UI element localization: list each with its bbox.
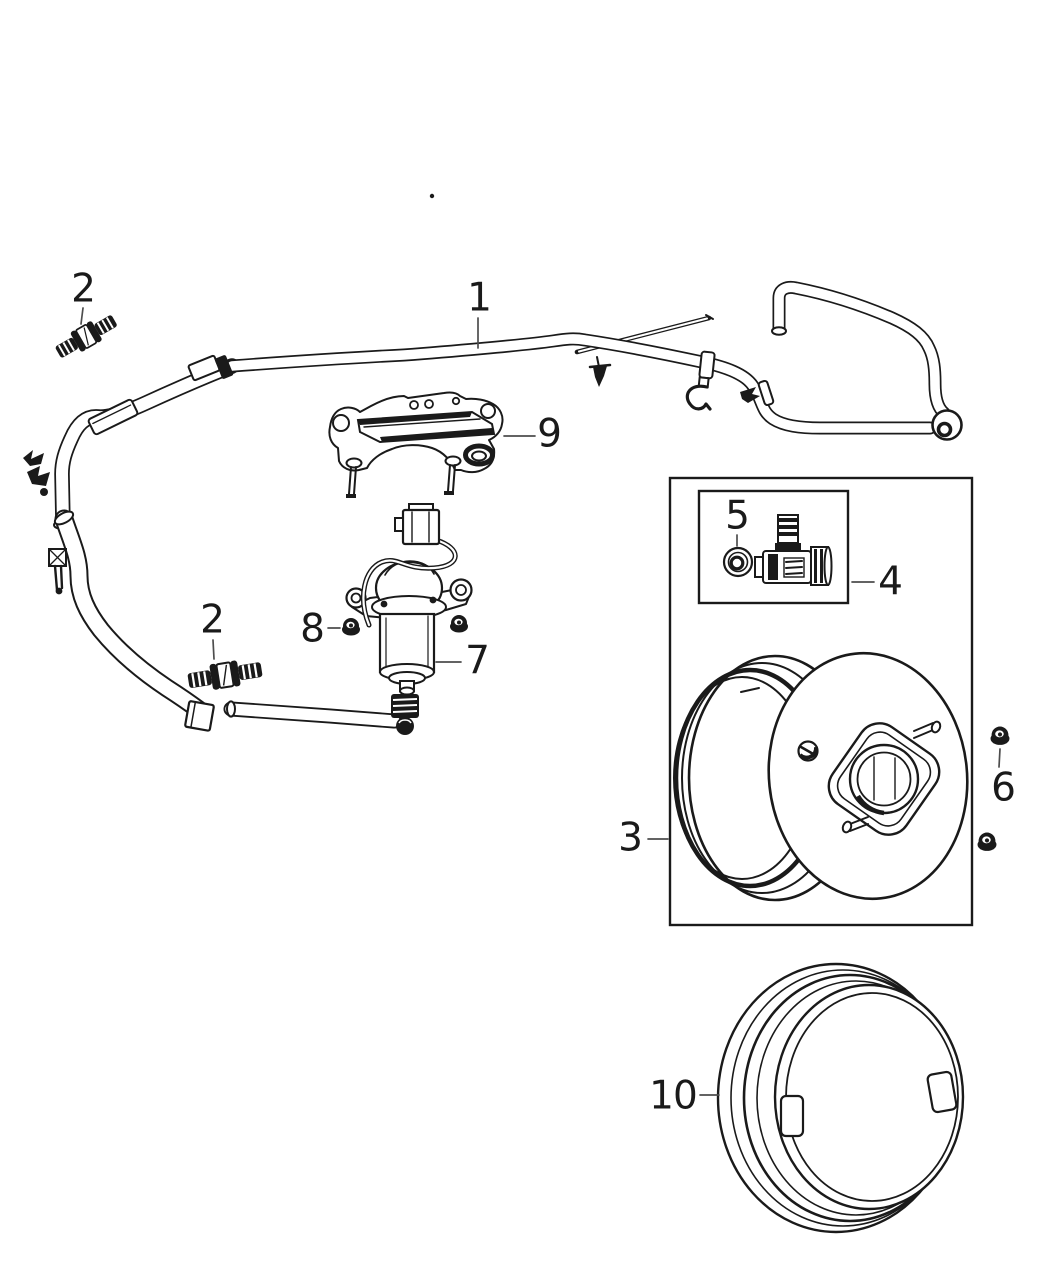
pump-nut-right xyxy=(449,614,469,634)
pump-elbow-fitting xyxy=(391,694,419,735)
callout-2-mid: 2 xyxy=(200,597,225,643)
callout-2-top: 2 xyxy=(71,266,96,312)
booster-mounting-nut-top xyxy=(989,725,1011,746)
bracket-grommet xyxy=(463,443,495,467)
bracket-studs xyxy=(345,455,462,498)
callout-5: 5 xyxy=(725,493,750,539)
grommet xyxy=(722,546,754,578)
booster-mounting-nut-bottom xyxy=(976,831,998,852)
callout-4: 4 xyxy=(878,559,903,605)
pump-feed-hose xyxy=(223,700,402,729)
hose-end-fitting xyxy=(184,700,215,732)
check-valve-kit-box xyxy=(697,489,850,605)
callout-9: 9 xyxy=(537,411,562,457)
bracket-boss xyxy=(356,410,496,444)
callout-10: 10 xyxy=(649,1073,698,1119)
junction-clamps xyxy=(23,450,50,496)
callout-1: 1 xyxy=(467,275,492,321)
hose-clip xyxy=(214,355,234,379)
bracket-hole xyxy=(424,399,434,409)
booster-screw xyxy=(797,740,819,762)
seal-tab xyxy=(926,1070,958,1114)
booster-mounting-plate xyxy=(827,720,942,836)
vacuum-hose-harness xyxy=(23,280,963,531)
band-clamp xyxy=(757,379,775,407)
callout-8: 8 xyxy=(300,606,325,652)
callout-leader-lines xyxy=(80,307,1001,1096)
callout-6: 6 xyxy=(991,765,1016,811)
pump-wire xyxy=(360,537,458,628)
seal-tab xyxy=(779,1094,805,1138)
callout-7: 7 xyxy=(465,638,490,684)
supply-hose-lower xyxy=(48,509,215,732)
hose-open-end xyxy=(226,700,236,718)
pump-mount-bushing xyxy=(449,578,473,602)
inline-fitting-mid xyxy=(185,655,265,695)
bracket-hole xyxy=(480,403,496,419)
bracket-hole xyxy=(451,396,461,406)
vacuum-pump xyxy=(345,503,473,735)
callout-3: 3 xyxy=(618,815,643,861)
band-clamp xyxy=(697,350,716,389)
bracket-hole xyxy=(409,400,419,410)
booster-stud xyxy=(913,720,942,739)
inline-fitting-top xyxy=(51,309,122,364)
hose-sleeve xyxy=(87,398,139,436)
booster-dash-seal xyxy=(716,962,965,1234)
hose-mouth xyxy=(53,510,75,526)
bracket-hole xyxy=(332,414,350,432)
hose-retainer-clip xyxy=(48,548,67,595)
c-clip xyxy=(685,384,712,411)
push-pin-clip xyxy=(588,356,612,387)
booster-kit-box xyxy=(668,476,974,927)
hose-loop-end xyxy=(931,409,963,441)
booster-stud xyxy=(841,816,869,834)
pump-motor xyxy=(378,612,436,696)
pump-nut-left xyxy=(341,617,361,637)
hose-open-end xyxy=(771,326,787,336)
hose-junction-branch xyxy=(54,358,240,531)
pump-bracket xyxy=(328,391,504,498)
brake-booster xyxy=(673,651,969,902)
stray-dot xyxy=(429,193,435,199)
pump-connector xyxy=(394,503,441,546)
check-valve xyxy=(754,514,833,586)
hose-clip xyxy=(740,387,760,403)
